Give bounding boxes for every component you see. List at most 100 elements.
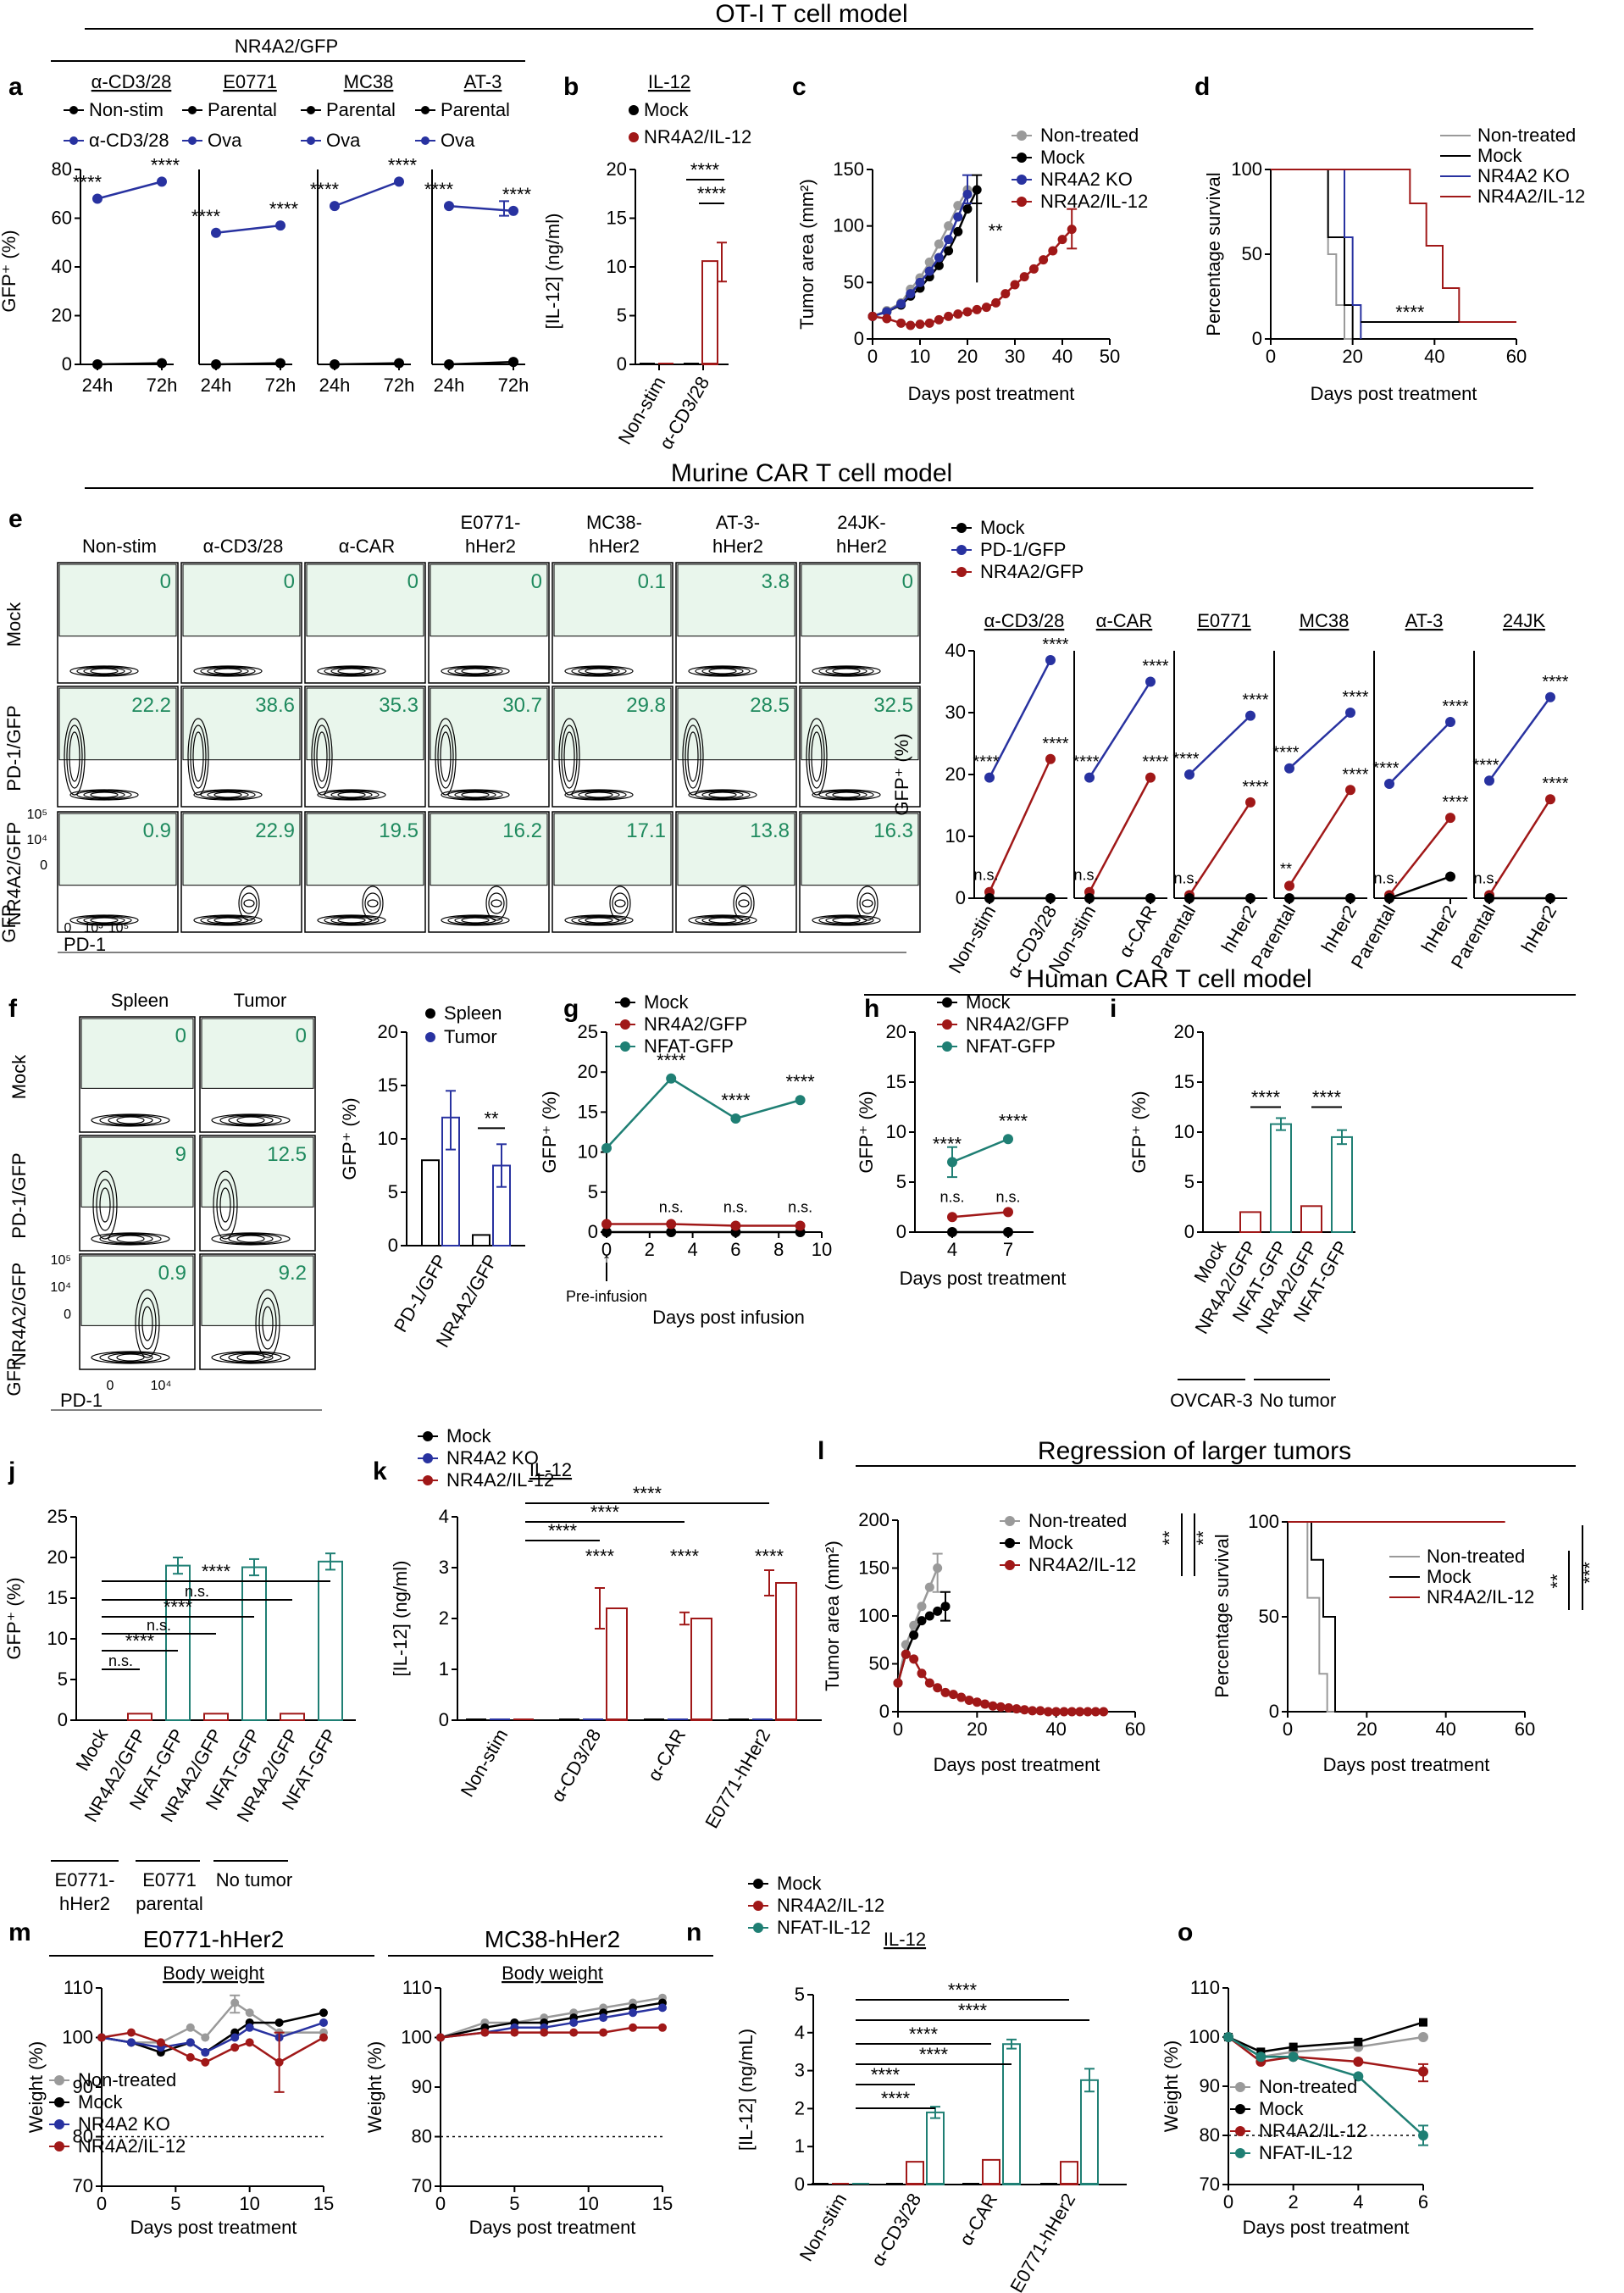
e-flow-col-header: α-CD3/28: [203, 536, 284, 557]
e-flow-plot-contour: [213, 917, 242, 924]
e-flow-col-header: AT-3-: [716, 512, 760, 533]
e-flow-col-header: 24JK-: [837, 512, 885, 533]
l-growth-y-tick-label: 150: [858, 1557, 890, 1579]
e-flow-plot-gate-value: 32.5: [873, 694, 913, 717]
e-flow-plot-gate-value: 0: [531, 570, 542, 593]
l-surv-series-line: [1288, 1521, 1335, 1713]
j-group-label: No tumor: [216, 1869, 292, 1890]
e-sum-4-title: AT-3: [1405, 610, 1444, 631]
e-flow-plot-gate: [430, 564, 548, 637]
e-flow-plot-frame: [799, 562, 921, 684]
l-surv-x-tick-label: 60: [1515, 1718, 1535, 1740]
e-sum-1-star: n.s.: [1073, 867, 1098, 884]
g-point: [795, 1095, 806, 1106]
c-point: [972, 304, 982, 314]
o-x-tick-label: 6: [1418, 2191, 1428, 2212]
e-flow-plot-contour: [441, 789, 510, 801]
m-m2-y-tick-label: 100: [401, 2027, 432, 2048]
e-flow-plot-frame: [180, 811, 302, 933]
c-y-tick-label: 100: [833, 215, 864, 236]
f-flow-plot-contour: [141, 1306, 153, 1341]
c-y-tick-label: 0: [854, 328, 864, 349]
f-flow-plot-contour: [236, 1116, 265, 1124]
f-flow-plot-contour: [211, 1113, 291, 1127]
k-legend-entry: NR4A2 KO: [446, 1447, 539, 1469]
j-bar: [127, 1713, 152, 1721]
l-growth-point: [1019, 1705, 1029, 1715]
m-m1-y-tick-label: 100: [62, 2027, 93, 2048]
b-sig-star: ****: [690, 159, 720, 180]
j-x-tick-label: Mock: [71, 1724, 112, 1774]
j-sig-star: n.s.: [108, 1652, 133, 1669]
e-flow-plot-contour: [337, 917, 366, 924]
b-y-tick-label: 10: [607, 256, 627, 277]
e-flow-plot-contour: [701, 667, 744, 675]
e-flow-plot-contour: [701, 791, 744, 799]
n-legend-entry: NR4A2/IL-12: [777, 1895, 884, 1916]
h-y-label: GFP⁺ (%): [856, 1091, 877, 1173]
e-sum-5-point: [1545, 794, 1555, 805]
e-flow-plot-frame: [551, 811, 673, 933]
g-y-tick-label: 10: [578, 1141, 598, 1163]
f-flow-plot-gate: [201, 1255, 314, 1326]
h-legend-entry: NFAT-GFP: [966, 1035, 1056, 1057]
e-flow-plot-contour: [317, 665, 386, 677]
a-1-legend-marker: [188, 136, 197, 145]
b-title: IL-12: [648, 71, 690, 92]
e-flow-plot-gate: [58, 687, 177, 761]
e-flow-plot-frame: [675, 811, 797, 933]
f-bar-legend-marker: [425, 1008, 435, 1019]
d-series-line: [1271, 169, 1353, 340]
e-flow-plot-contour: [862, 899, 873, 908]
k-x-tick-label: α-CD3/28: [546, 1725, 605, 1805]
c-x-label: Days post treatment: [908, 383, 1075, 404]
e-flow-plot-gate-value: 0: [407, 570, 418, 593]
e-flow-plot-contour: [585, 917, 613, 924]
a-1-point: [211, 227, 221, 238]
e-flow-plot-frame: [428, 562, 550, 684]
e-flow-row-label: Mock: [3, 602, 25, 647]
f-flow-pd1-label: PD-1: [60, 1390, 103, 1411]
panel-label-h: h: [864, 995, 879, 1023]
e-flow-plot-gate: [553, 564, 672, 637]
o-point: [1288, 2051, 1299, 2063]
a-3-point: [508, 205, 518, 216]
e-flow-plot-frame: [675, 686, 797, 808]
e-sum-1-point: [1145, 772, 1156, 783]
c-point: [915, 319, 925, 330]
a-2-legend-marker: [307, 136, 315, 145]
o-y-tick-label: 110: [1190, 1977, 1220, 1998]
m-m2-point: [629, 2008, 638, 2018]
f-flow-plot-gate-value: 9.2: [279, 1262, 307, 1285]
g-legend-entry: NR4A2/GFP: [644, 1013, 747, 1035]
e-flow-plot-contour: [609, 886, 631, 921]
a-2-title: MC38: [344, 71, 394, 92]
l-growth-sig-star: **: [1159, 1530, 1180, 1546]
m-m1-series-line: [101, 2021, 324, 2054]
m-m1-point: [156, 2038, 165, 2047]
e-sum-0-y-tick-label: 0: [956, 887, 966, 908]
a-0-point: [92, 359, 103, 369]
e-flow-plot-contour: [564, 665, 634, 677]
k-x-tick-label: α-CAR: [643, 1725, 690, 1785]
e-flow-plot-contour: [811, 731, 823, 782]
e-flow-plot-contour: [207, 791, 249, 799]
f-flow-plot-contour: [262, 1306, 274, 1341]
l-surv-sig-star: **: [1547, 1574, 1568, 1589]
e-flow-plot-contour: [561, 725, 578, 789]
e-sum-0-y-tick-label: 10: [945, 825, 966, 847]
d-y-tick-label: 0: [1252, 328, 1262, 349]
a-3-point: [444, 201, 454, 212]
e-sum-3-point: [1284, 880, 1294, 891]
j-y-tick-label: 20: [47, 1546, 68, 1568]
f-flow-col-header: Spleen: [111, 990, 169, 1011]
o-point: [1353, 2057, 1364, 2067]
n-sig-star: ****: [871, 2064, 901, 2085]
e-flow-col-header: hHer2: [836, 536, 887, 557]
k-sig-star: ****: [633, 1483, 662, 1504]
e-flow-plot-contour: [330, 791, 373, 799]
m-m2-x-tick-label: 15: [652, 2193, 673, 2214]
m-m2-subtitle: Body weight: [502, 1963, 603, 1984]
e-flow-plot-contour: [685, 725, 701, 789]
panel-label-b: b: [563, 73, 579, 101]
